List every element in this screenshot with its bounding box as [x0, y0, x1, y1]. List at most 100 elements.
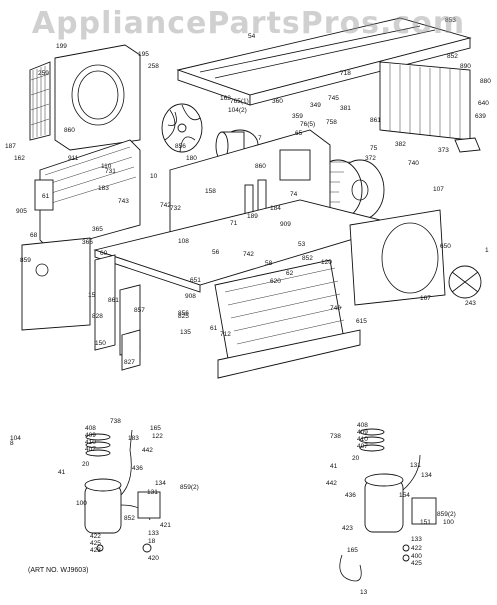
- condenser-fan-assembly: [349, 209, 482, 306]
- left-callout-5: 20: [82, 461, 90, 468]
- main-callout-12: 162: [220, 95, 231, 102]
- right-callout-4: 407: [357, 443, 368, 450]
- left-callout-14: 859(2): [180, 484, 199, 491]
- main-callout-28: 373: [438, 147, 449, 154]
- main-callout-36: 162: [14, 155, 25, 162]
- left-callout-4: 407: [85, 446, 96, 453]
- main-callout-81: 651: [190, 277, 201, 284]
- right-callout-0: 738: [330, 433, 341, 440]
- main-callout-78: 620: [270, 278, 281, 285]
- left-callout-9: 122: [152, 433, 163, 440]
- art-number: (ART NO. WJ9603): [28, 567, 89, 574]
- main-callout-35: 911: [68, 155, 79, 162]
- main-callout-87: 8: [10, 440, 14, 447]
- left-callout-18: 423: [90, 547, 101, 554]
- main-callout-86: 104: [10, 435, 21, 442]
- main-callout-84: 108: [178, 238, 189, 245]
- right-compressor-callout-layer: 7384084094104072041442436131134859(2)100…: [326, 422, 456, 596]
- main-callout-11: 639: [475, 113, 486, 120]
- main-callout-45: 184: [270, 205, 281, 212]
- left-compressor-callout-layer: 7384084094104072041183165122442436134131…: [58, 418, 199, 562]
- main-callout-30: 860: [64, 127, 75, 134]
- main-callout-80: 58: [265, 260, 273, 267]
- main-callout-32: 110: [101, 163, 112, 170]
- main-callout-55: 860: [255, 163, 266, 170]
- main-callout-38: 61: [42, 193, 50, 200]
- left-callout-1: 408: [85, 425, 96, 432]
- left-callout-13: 131: [147, 489, 158, 496]
- main-callout-71: 135: [180, 329, 191, 336]
- main-callout-49: 365: [92, 226, 103, 233]
- main-callout-51: 732: [170, 205, 181, 212]
- main-callout-25: 75: [370, 145, 378, 152]
- right-callout-10: 134: [421, 472, 432, 479]
- right-callout-3: 410: [357, 436, 368, 443]
- main-callout-69: 857: [134, 307, 145, 314]
- left-callout-3: 410: [85, 439, 96, 446]
- main-callout-39: 905: [16, 208, 27, 215]
- main-callout-65: 856: [178, 310, 189, 317]
- main-callout-63: 908: [185, 293, 196, 300]
- right-callout-7: 442: [326, 480, 337, 487]
- right-callout-17: 400: [411, 553, 422, 560]
- main-callout-57: 742: [243, 251, 254, 258]
- main-callout-46: 74: [290, 191, 298, 198]
- left-compressor: [84, 429, 161, 553]
- cabinet-top-cover: [176, 17, 472, 106]
- left-callout-19: 421: [160, 522, 171, 529]
- front-frame: [54, 44, 141, 151]
- condenser-coil: [379, 61, 481, 153]
- main-callout-27: 372: [365, 155, 376, 162]
- main-callout-0: 853: [445, 17, 456, 24]
- right-callout-20: 165: [347, 547, 358, 554]
- right-callout-2: 409: [357, 429, 368, 436]
- main-callout-23: 65: [295, 130, 303, 137]
- main-callout-62: 650: [440, 243, 451, 250]
- main-callout-17: 349: [310, 102, 321, 109]
- right-callout-14: 154: [399, 492, 410, 499]
- main-callout-82: 56: [212, 249, 220, 256]
- main-callout-79: 62: [286, 270, 294, 277]
- left-callout-17: 425: [90, 540, 101, 547]
- main-callout-48: 107: [433, 186, 444, 193]
- main-callout-26: 382: [395, 141, 406, 148]
- main-callout-4: 199: [56, 43, 67, 50]
- main-callout-40: 743: [118, 198, 129, 205]
- main-callout-59: 1: [485, 247, 489, 254]
- left-callout-7: 183: [128, 435, 139, 442]
- main-callout-70: 825: [178, 313, 189, 320]
- main-callout-72: 150: [95, 340, 106, 347]
- main-callout-83: 71: [230, 220, 238, 227]
- main-callout-10: 640: [478, 100, 489, 107]
- left-callout-0: 738: [110, 418, 121, 425]
- left-callout-10: 442: [142, 447, 153, 454]
- main-callout-layer: 8535485289019919525925871888064063916210…: [5, 17, 491, 447]
- main-callout-64: 861: [108, 297, 119, 304]
- main-callout-29: 187: [5, 143, 16, 150]
- left-grille-panel: [29, 61, 51, 141]
- main-callout-58: 53: [298, 241, 306, 248]
- main-callout-76: 740: [330, 305, 341, 312]
- right-callout-12: 100: [443, 519, 454, 526]
- main-callout-75: 120: [321, 259, 332, 266]
- main-callout-44: 189: [247, 213, 258, 220]
- main-callout-47: 740: [408, 160, 419, 167]
- main-callout-42: 183: [98, 185, 109, 192]
- fan-blade: [161, 103, 203, 153]
- main-callout-73: 827: [124, 359, 135, 366]
- left-callout-2: 409: [85, 432, 96, 439]
- main-callout-1: 54: [248, 33, 256, 40]
- right-compressor: [339, 428, 437, 582]
- main-callout-15: 745: [328, 95, 339, 102]
- left-callout-20: 133: [148, 530, 159, 537]
- main-callout-67: 15: [88, 292, 96, 299]
- main-callout-34: 180: [186, 155, 197, 162]
- left-callout-22: 420: [148, 555, 159, 562]
- main-callout-9: 880: [480, 78, 491, 85]
- main-callout-20: 861: [370, 117, 381, 124]
- main-callout-22: 76(5): [300, 121, 315, 128]
- left-callout-11: 436: [132, 465, 143, 472]
- main-callout-56: 909: [280, 221, 291, 228]
